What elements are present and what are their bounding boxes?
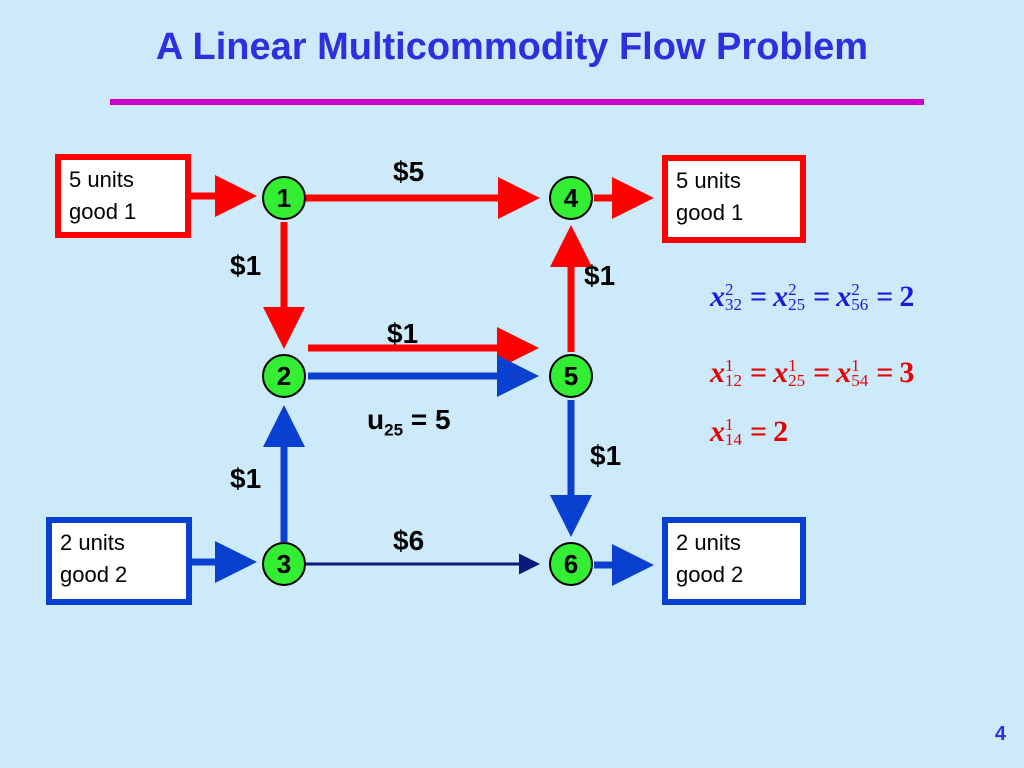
title-divider	[110, 99, 924, 105]
good1-sink-box: 5 units good 1	[662, 155, 806, 243]
equation-variable: x	[710, 415, 725, 448]
commodity-index: 1	[788, 356, 797, 375]
good1-sink-units: 5 units	[676, 168, 741, 193]
node-4: 4	[549, 176, 593, 220]
cost-3-2: $1	[230, 463, 262, 494]
equals-sign: =	[813, 356, 831, 389]
commodity-index: 2	[725, 280, 734, 299]
commodity-index: 2	[788, 280, 797, 299]
good2-sink-units: 2 units	[676, 530, 741, 555]
equals-sign: =	[876, 280, 894, 313]
equation-value: 2	[773, 415, 789, 448]
node-3: 3	[262, 542, 306, 586]
cost-1-2: $1	[230, 250, 262, 281]
good1-source-good: good 1	[69, 199, 137, 224]
arc-index: 32	[725, 295, 742, 314]
cost-5-6: $1	[590, 440, 622, 471]
node-1: 1	[262, 176, 306, 220]
commodity-index: 1	[851, 356, 860, 375]
equation-variable: x	[836, 280, 852, 313]
node-6: 6	[549, 542, 593, 586]
equation-variable: x	[773, 356, 789, 389]
equation-variable: x	[773, 280, 789, 313]
good2-source-good: good 2	[60, 562, 128, 587]
equation-variable: x	[836, 356, 852, 389]
good1-source-units: 5 units	[69, 167, 134, 192]
good2-sink-good: good 2	[676, 562, 744, 587]
arc-index: 25	[788, 371, 806, 390]
equation-value: 3	[899, 356, 915, 389]
commodity-index: 2	[851, 280, 860, 299]
arc-index: 54	[851, 371, 869, 390]
node-2: 2	[262, 354, 306, 398]
arc-index: 12	[725, 371, 742, 390]
slide-title: A Linear Multicommodity Flow Problem	[155, 26, 869, 68]
capacity-symbol: u	[367, 404, 385, 435]
equals-sign: =	[750, 280, 768, 313]
equals-sign: =	[750, 415, 768, 448]
arc-index: 25	[788, 295, 806, 314]
cost-3-6: $6	[393, 525, 425, 556]
good2-source-units: 2 units	[60, 530, 125, 555]
good2-sink-box: 2 units good 2	[662, 517, 806, 605]
cost-1-4: $5	[393, 156, 425, 187]
equation-variable: x	[710, 280, 725, 313]
cost-5-4: $1	[584, 260, 616, 291]
capacity-label: u25 = 5	[367, 404, 451, 441]
capacity-subscript: 25	[384, 420, 404, 440]
good1-sink-good: good 1	[676, 200, 744, 225]
commodity-index: 1	[725, 415, 734, 434]
commodity-index: 1	[725, 356, 734, 375]
equals-sign: =	[876, 356, 894, 389]
good2-source-box: 2 units good 2	[46, 517, 192, 605]
equals-sign: =	[813, 280, 831, 313]
cost-2-5: $1	[387, 318, 419, 349]
arc-index: 56	[851, 295, 869, 314]
equation-variable: x	[710, 356, 725, 389]
node-5: 5	[549, 354, 593, 398]
equation-value: 2	[899, 280, 915, 313]
capacity-value: = 5	[410, 404, 451, 435]
page-number: 4	[994, 723, 1006, 745]
equals-sign: =	[750, 356, 768, 389]
good1-source-box: 5 units good 1	[55, 154, 191, 238]
arc-index: 14	[725, 430, 742, 449]
